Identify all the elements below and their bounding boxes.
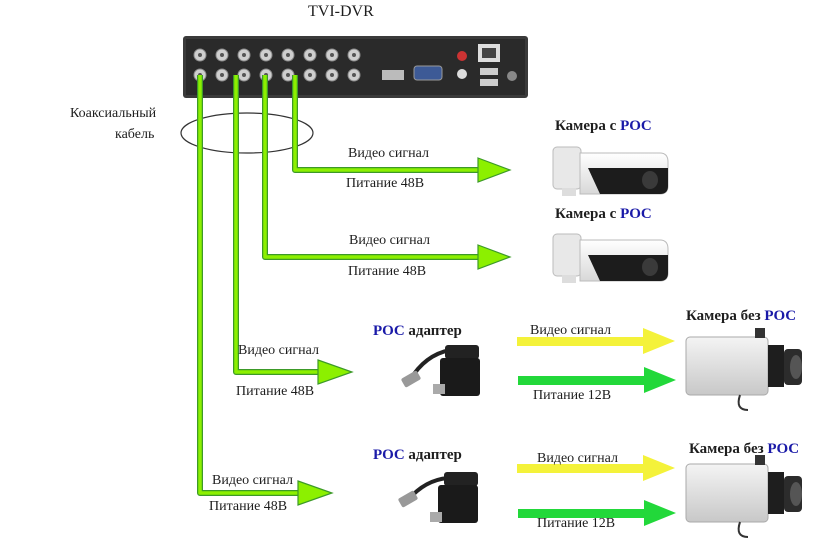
poc-adapter — [401, 345, 480, 396]
video-signal-label: Видео сигнал — [238, 343, 319, 358]
camera-poc-title: Камера с POC — [555, 118, 652, 134]
bullet-camera — [552, 233, 669, 283]
power-48v-label: Питание 48В — [209, 499, 288, 514]
poc-adapter-title: POC адаптер — [373, 323, 462, 339]
video-signal-label: Видео сигнал — [349, 233, 430, 248]
power-arrows — [518, 367, 676, 526]
power-12v-label: Питание 12В — [533, 388, 612, 403]
bullet-camera — [552, 146, 669, 196]
power-48v-label: Питание 48В — [346, 176, 425, 191]
cable-label-line1: Коаксиальный — [70, 106, 157, 121]
camera-poc-title: Камера с POC — [555, 206, 652, 222]
dvr-title: TVI-DVR — [308, 3, 374, 20]
video-arrows — [517, 328, 675, 481]
poc-adapter-title: POC адаптер — [373, 447, 462, 463]
video-signal-label: Видео сигнал — [212, 473, 293, 488]
video-signal-label: Видео сигнал — [348, 146, 429, 161]
camera-no-poc-title: Камера без POC — [689, 441, 800, 457]
cable-arrowheads — [297, 157, 512, 506]
box-camera — [685, 328, 802, 411]
power-48v-label: Питание 48В — [236, 384, 315, 399]
cable-label-line2: кабель — [115, 127, 155, 142]
video-signal-label: Видео сигнал — [537, 451, 618, 466]
cable-bundle-outline — [180, 112, 314, 154]
power-48v-label: Питание 48В — [348, 264, 427, 279]
dvr-device — [183, 36, 528, 98]
coax-cables — [197, 75, 480, 496]
power-12v-label: Питание 12В — [537, 516, 616, 531]
video-signal-label: Видео сигнал — [530, 323, 611, 338]
camera-no-poc-title: Камера без POC — [686, 308, 797, 324]
poc-adapter — [398, 472, 478, 523]
box-camera — [685, 455, 802, 538]
